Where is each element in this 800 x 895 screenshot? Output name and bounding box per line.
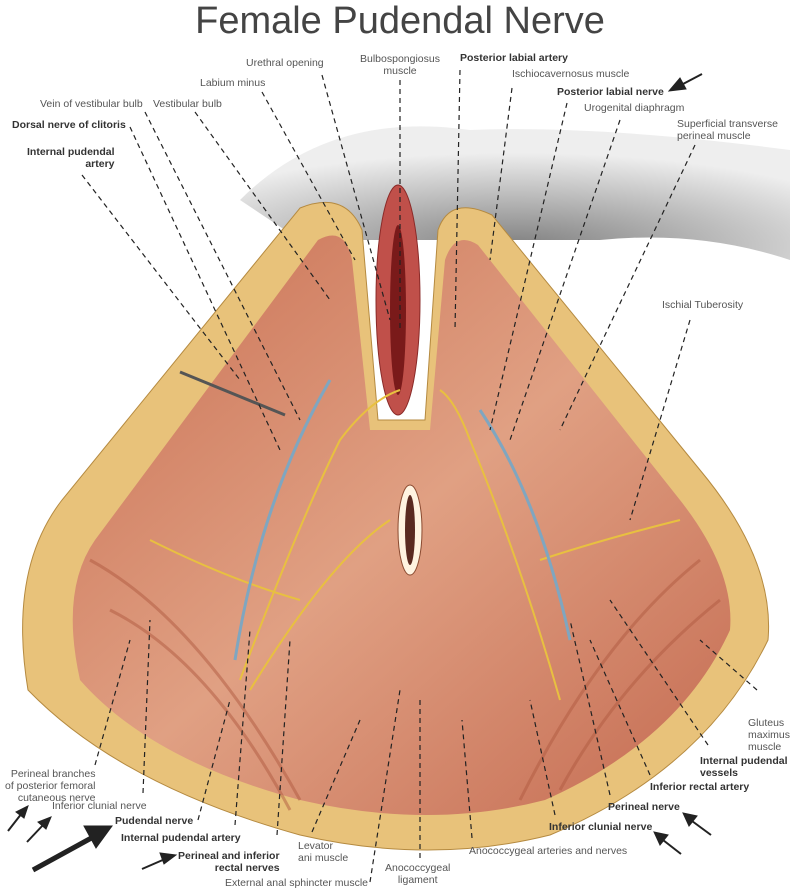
label-posterior-labial-artery: Posterior labial artery <box>460 52 568 64</box>
label-perineal-nerve: Perineal nerve <box>608 801 680 813</box>
label-gluteus-maximus: Gluteus maximus muscle <box>748 717 791 753</box>
label-internal-pudendal-artery-top: Internal pudendal artery <box>27 146 115 170</box>
diagram-title: Female Pudendal Nerve <box>195 0 605 42</box>
label-perineal-inferior-rectal: Perineal and inferior rectal nerves <box>178 850 280 874</box>
leader-lines <box>81 69 758 883</box>
label-inferior-clunial-nerve-left: Inferior clunial nerve <box>52 800 147 812</box>
label-urogenital-diaphragm: Urogenital diaphragm <box>584 102 685 114</box>
label-inferior-clunial-nerve-right: Inferior clunial nerve <box>549 821 653 833</box>
label-internal-pudendal-artery-bottom: Internal pudendal artery <box>121 832 241 844</box>
arrow-icon <box>682 812 712 836</box>
label-pudendal-nerve: Pudendal nerve <box>115 815 194 827</box>
pointer-arrows <box>7 73 712 873</box>
arrow-icon <box>31 825 113 873</box>
vessels <box>233 379 572 661</box>
vulva <box>375 184 421 416</box>
label-inferior-rectal-artery: Inferior rectal artery <box>650 781 750 793</box>
label-superficial-transverse: Superficial transverse perineal muscle <box>677 118 778 142</box>
label-bulbospongiosus: Bulbospongiosus muscle <box>360 53 440 77</box>
label-ischial-tuberosity: Ischial Tuberosity <box>662 299 744 311</box>
label-vestibular-bulb: Vestibular bulb <box>153 98 222 110</box>
skin-hair-region <box>240 126 790 260</box>
label-posterior-labial-nerve: Posterior labial nerve <box>557 86 664 98</box>
label-perineal-branches: Perineal branches of posterior femoral c… <box>5 768 96 804</box>
arrow-icon <box>26 816 52 843</box>
arrow-icon <box>653 831 682 855</box>
label-labium-minus: Labium minus <box>200 77 266 89</box>
label-anococcygeal-arteries: Anococcygeal arteries and nerves <box>469 845 628 857</box>
label-anococcygeal-ligament: Anococcygeal ligament <box>385 862 451 886</box>
arrow-icon <box>7 805 29 832</box>
label-vein-vestibular-bulb: Vein of vestibular bulb <box>40 98 143 110</box>
label-external-anal-sphincter: External anal sphincter muscle <box>225 877 368 889</box>
probe <box>179 370 286 417</box>
label-internal-pudendal-vessels: Internal pudendal vessels <box>700 755 788 779</box>
label-urethral-opening: Urethral opening <box>246 57 324 69</box>
arrow-icon <box>667 73 703 92</box>
arrow-icon <box>141 852 178 870</box>
label-ischiocavernosus: Ischiocavernosus muscle <box>512 68 630 80</box>
anus <box>397 484 423 576</box>
nerves <box>149 389 681 701</box>
label-levator-ani: Levator ani muscle <box>298 840 349 864</box>
label-dorsal-nerve-clitoris: Dorsal nerve of clitoris <box>12 119 126 131</box>
